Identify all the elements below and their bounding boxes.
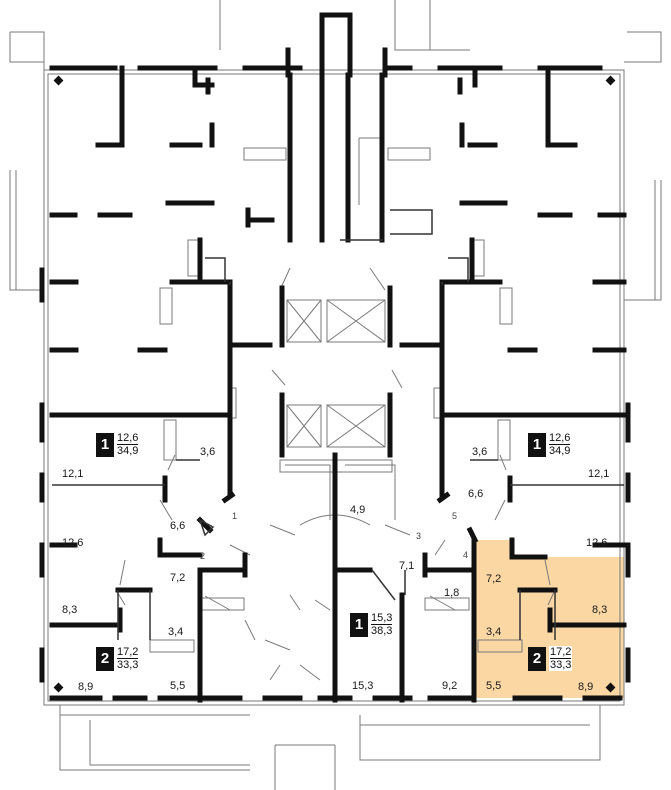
apartment-tag-right-1[interactable]: 1 12,6 34,9 (528, 432, 571, 457)
room-area: 3,6 (200, 446, 216, 458)
room-area: 4,9 (350, 504, 366, 516)
rooms-count: 2 (528, 646, 546, 671)
rooms-count: 1 (528, 432, 546, 457)
rooms-count: 2 (96, 646, 114, 671)
room-area: 8,9 (78, 681, 94, 693)
room-area: 5,5 (170, 680, 186, 692)
room-area: 8,3 (62, 604, 78, 616)
walls (39, 12, 631, 703)
room-area: 1,8 (444, 587, 460, 599)
entrance-marker: 2 (200, 551, 206, 561)
living-area: 12,6 (117, 432, 139, 445)
apartment-tag-center-1[interactable]: 1 15,3 38,3 (350, 612, 393, 637)
partitions (52, 209, 624, 640)
living-area: 17,2 (117, 646, 139, 659)
rooms-count: 1 (350, 612, 368, 637)
living-area: 17,2 (550, 646, 572, 659)
room-area: 12,6 (62, 537, 84, 549)
entrance-marker: 3 (416, 531, 422, 541)
room-area: 8,3 (592, 604, 608, 616)
total-area: 33,3 (550, 659, 572, 671)
room-area: 3,4 (486, 626, 502, 638)
room-area: 7,2 (170, 572, 186, 584)
total-area: 38,3 (371, 625, 393, 637)
apartment-tag-left-2[interactable]: 2 17,2 33,3 (96, 646, 139, 671)
corner-markers (53, 75, 616, 693)
room-area: 3,4 (168, 626, 184, 638)
room-area: 8,9 (578, 681, 594, 693)
total-area: 33,3 (117, 659, 139, 671)
room-area: 7,2 (486, 573, 502, 585)
room-area: 7,1 (399, 560, 415, 572)
room-area: 6,6 (468, 488, 484, 500)
room-area: 6,6 (170, 520, 186, 532)
rooms-count: 1 (96, 432, 114, 457)
room-area: 12,1 (588, 468, 610, 480)
apartment-tag-right-2[interactable]: 2 17,2 33,3 (528, 646, 573, 671)
entrance-marker: 5 (452, 511, 458, 521)
room-area: 15,3 (352, 680, 374, 692)
room-area: 12,1 (62, 468, 84, 480)
apartment-tag-left-1[interactable]: 1 12,6 34,9 (96, 432, 139, 457)
living-area: 12,6 (549, 432, 571, 445)
total-area: 34,9 (549, 445, 571, 457)
total-area: 34,9 (117, 445, 139, 457)
room-area: 9,2 (442, 680, 458, 692)
room-area: 5,5 (486, 680, 502, 692)
room-area: 12,6 (586, 537, 608, 549)
entrance-marker: 1 (232, 511, 238, 521)
room-area: 3,6 (472, 446, 488, 458)
entrance-marker: 4 (463, 550, 469, 560)
living-area: 15,3 (371, 612, 393, 625)
